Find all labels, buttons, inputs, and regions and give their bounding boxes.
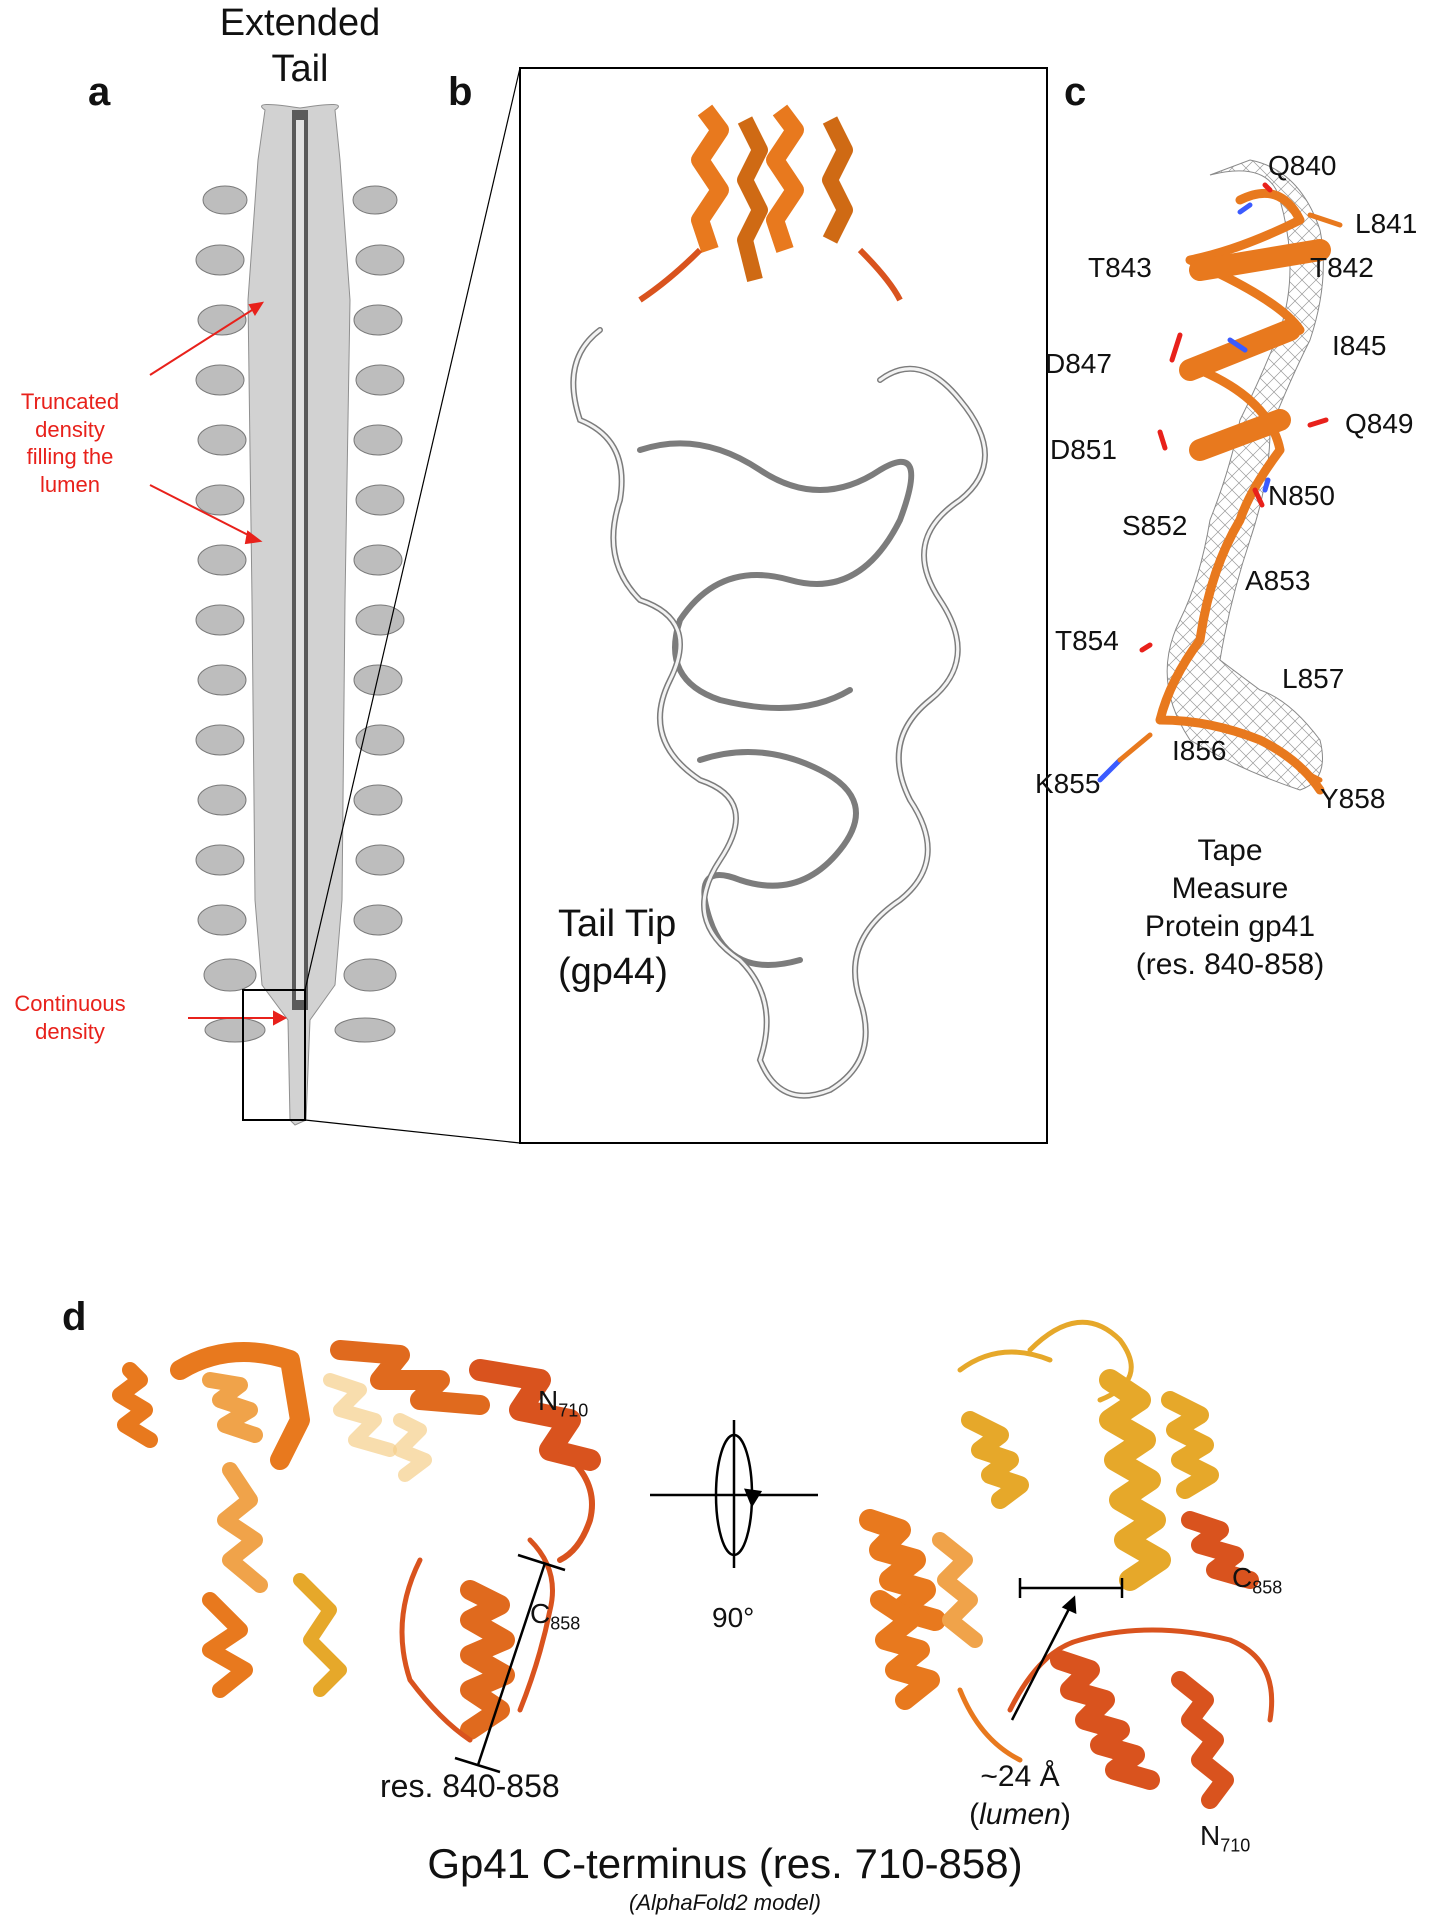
panel-d-title: Gp41 C-terminus (res. 710-858) [427, 1840, 1023, 1887]
c-label: C [530, 1598, 551, 1629]
zoom-connector-bottom [304, 1119, 521, 1144]
lumen-note: (lumen) [940, 1796, 1100, 1834]
c-sub-right: 858 [1252, 1577, 1283, 1598]
tail-tip-orange-helices [638, 104, 903, 303]
rotation-angle: 90° [712, 1602, 755, 1633]
panel-a-title-line1: Extended [219, 2, 381, 44]
panel-a-title: Extended Tail [150, 0, 450, 92]
residue-Y858: Y858 [1320, 783, 1386, 814]
residue-range-bracket [454, 1553, 566, 1774]
lumen-open-paren: ( [969, 1798, 980, 1831]
residue-D851: D851 [1050, 434, 1117, 465]
tail-tip-line1: Tail Tip [558, 903, 677, 945]
residue-N850: N850 [1268, 480, 1335, 511]
lumen-word: lumen [979, 1798, 1061, 1831]
lumen-close-paren: ) [1060, 1798, 1071, 1831]
panel-label-b: b [448, 70, 473, 114]
red-arrows [149, 301, 288, 1026]
panel-b-frame [519, 67, 1048, 1144]
truncated-line-1: Truncated [20, 389, 120, 414]
residue-T842: T842 [1310, 252, 1374, 283]
caption-line-4: (res. 840-858) [1135, 948, 1325, 981]
residue-D847: D847 [1045, 348, 1112, 379]
tail-tip-line2: (gp44) [558, 951, 668, 993]
caption-line-1: Tape [1197, 834, 1263, 867]
distance-value: ~24 Å [980, 1760, 1060, 1793]
residue-A853: A853 [1245, 565, 1311, 596]
tail-density-map [195, 104, 405, 1126]
residue-L857: L857 [1282, 663, 1345, 694]
n-terminus-right: N710 [1200, 1820, 1250, 1857]
alphafold-model-left [112, 1340, 601, 1743]
c-terminus-left: C858 [530, 1598, 580, 1635]
residue-K855: K855 [1035, 768, 1101, 799]
c-label-right: C [1232, 1562, 1253, 1593]
zoom-connector-top [304, 67, 521, 991]
n-terminus-left: N710 [538, 1385, 588, 1422]
res-range-label: res. 840-858 [380, 1768, 560, 1804]
n-label-right: N [1200, 1820, 1221, 1851]
alphafold-model-right [859, 1319, 1275, 1809]
residue-L841: L841 [1355, 208, 1418, 239]
residue-Q840: Q840 [1268, 150, 1337, 181]
side-chains [1097, 182, 1343, 783]
truncated-line-2: density [35, 416, 105, 442]
panel-label-c: c [1064, 70, 1087, 114]
zoom-box [242, 989, 306, 1121]
residue-S852: S852 [1122, 510, 1188, 541]
panel-label-d: d [62, 1295, 87, 1339]
residue-T854: T854 [1055, 625, 1119, 656]
n-sub: 710 [558, 1400, 589, 1421]
continuous-line-1: Continuous [14, 991, 126, 1016]
caption-line-2: Measure [1171, 872, 1289, 905]
panel-d-subtitle: (AlphaFold2 model) [629, 1890, 821, 1915]
lumen-distance-label: ~24 Å (lumen) [940, 1758, 1100, 1834]
panel-a-title-line2: Tail [271, 48, 329, 90]
continuous-density-annotation: Continuous density [0, 990, 140, 1045]
tape-measure-caption: Tape Measure Protein gp41 (res. 840-858) [1100, 832, 1360, 984]
residue-I856: I856 [1172, 735, 1227, 766]
truncated-line-3: filling the [26, 444, 114, 469]
tail-tip-ribbon-fill [571, 328, 987, 1098]
n-label: N [538, 1385, 559, 1416]
c-terminus-right: C858 [1232, 1562, 1282, 1599]
truncated-line-4: lumen [40, 471, 100, 497]
continuous-line-2: density [35, 1018, 105, 1044]
residue-T843: T843 [1088, 252, 1152, 283]
c-sub: 858 [550, 1613, 581, 1634]
panel-label-a: a [88, 70, 111, 114]
rotation-symbol [650, 1420, 818, 1568]
lumen-distance-bar [1010, 1578, 1124, 1721]
residue-backbone [1155, 188, 1331, 795]
truncated-density-annotation: Truncated density filling the lumen [0, 388, 140, 498]
caption-line-3: Protein gp41 [1144, 910, 1316, 943]
residue-I845: I845 [1332, 330, 1387, 361]
n-sub-right: 710 [1220, 1835, 1251, 1856]
residue-Q849: Q849 [1345, 408, 1414, 439]
tail-tip-label: Tail Tip (gp44) [558, 900, 676, 996]
